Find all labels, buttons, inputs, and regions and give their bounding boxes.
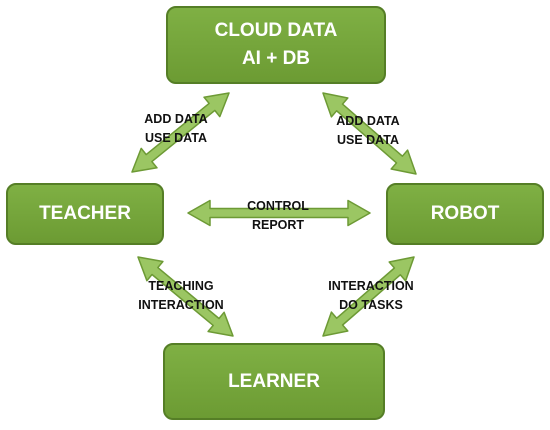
- cloud-data-subtitle: AI + DB: [241, 48, 311, 69]
- teacher-robot-label: CONTROL REPORT: [233, 197, 323, 235]
- robot-box: ROBOT: [386, 183, 544, 245]
- cloud-teacher-arrow: [131, 92, 230, 173]
- cloud-data-title: CLOUD DATA: [214, 20, 338, 41]
- teacher-robot-label-line2: REPORT: [251, 218, 305, 232]
- cloud-data-box: CLOUD DATA AI + DB: [166, 6, 386, 84]
- cloud-teacher-label-line2: USE DATA: [144, 131, 208, 145]
- cloud-teacher-label: ADD DATA USE DATA: [128, 110, 224, 148]
- teacher-learner-label: TEACHING INTERACTION: [128, 277, 234, 315]
- cloud-robot-label: ADD DATA USE DATA: [320, 112, 416, 150]
- cloud-robot-label-line2: USE DATA: [336, 133, 400, 147]
- cloud-teacher-label-line1: ADD DATA: [144, 112, 208, 126]
- teacher-robot-arrow: [187, 199, 371, 227]
- learner-label: LEARNER: [228, 370, 320, 392]
- teacher-learner-label-line1: TEACHING: [148, 279, 214, 293]
- teacher-learner-label-line2: INTERACTION: [138, 298, 224, 312]
- learner-box: LEARNER: [163, 343, 385, 420]
- cloud-robot-arrow: [322, 92, 417, 175]
- teacher-box: TEACHER: [6, 183, 164, 245]
- robot-learner-arrow: [322, 256, 415, 337]
- teacher-robot-label-line1: CONTROL: [247, 199, 309, 213]
- teacher-label: TEACHER: [39, 203, 131, 224]
- robot-learner-label-line2: DO TASKS: [339, 298, 403, 312]
- robot-learner-label: INTERACTION DO TASKS: [318, 277, 424, 315]
- robot-label: ROBOT: [430, 203, 500, 224]
- robot-learner-label-line1: INTERACTION: [328, 279, 414, 293]
- teacher-learner-arrow: [137, 256, 234, 337]
- cloud-robot-label-line1: ADD DATA: [336, 114, 400, 128]
